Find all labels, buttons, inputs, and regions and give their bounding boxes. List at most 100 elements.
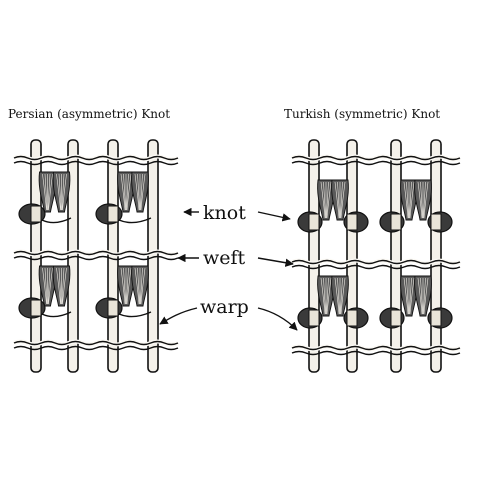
yarn-strand [47, 267, 51, 305]
yarn-strand [337, 277, 340, 315]
warp-thread [308, 139, 320, 373]
knot-arrow-right [257, 211, 291, 222]
weft-thread [13, 155, 179, 161]
yarn-strand [123, 173, 126, 211]
weft-thread [13, 345, 179, 351]
knot-label: knot [203, 202, 246, 224]
knot-tuft [400, 179, 432, 221]
yarn-strand [134, 267, 140, 305]
knot-tuft [317, 275, 349, 317]
yarn-strand [61, 173, 65, 211]
knot-wrap [41, 311, 72, 318]
knot-tuft [400, 275, 432, 317]
weft-thread [13, 250, 179, 256]
weft-thread [13, 340, 179, 346]
yarn-strand [137, 173, 140, 211]
warp-under-knot [430, 213, 442, 231]
warp-arrow-left [159, 307, 198, 325]
yarn-strand [320, 277, 326, 315]
warp-under-knot [346, 213, 358, 231]
turkish-knot-title: Turkish (symmetric) Knot [284, 107, 440, 121]
warp-under-knot [390, 213, 402, 231]
knot-tuft [38, 265, 71, 307]
yarn-strand [44, 173, 48, 211]
warp-under-knot [308, 213, 320, 231]
yarn-strand [340, 277, 346, 315]
warp-label: warp [200, 296, 249, 318]
warp-thread [390, 139, 402, 373]
yarn-strand [126, 173, 129, 211]
weft-thread [13, 160, 179, 166]
warp-under-knot [107, 299, 119, 317]
yarn-strand [140, 267, 146, 305]
warp-under-knot [390, 309, 402, 327]
yarn-strand [409, 277, 415, 315]
warp-arrow-right [257, 307, 298, 331]
yarn-strand [56, 267, 61, 305]
yarn-strand [42, 173, 47, 211]
yarn-strand [409, 277, 412, 315]
yarn-strand [48, 267, 53, 305]
knot-wrap [118, 217, 152, 224]
warp-under-knot [430, 309, 442, 327]
yarn-strand [326, 277, 329, 315]
yarn-strand [423, 181, 429, 219]
weft-thread [13, 255, 179, 261]
yarn-strand [62, 267, 67, 305]
label-arrows [159, 207, 298, 331]
yarn-strand [409, 181, 412, 219]
warp-thread [346, 139, 358, 373]
yarn-strand [420, 181, 423, 219]
warp-under-knot [107, 205, 119, 223]
yarn-strand [403, 181, 409, 219]
weft-thread [291, 160, 461, 166]
yarn-strand [140, 267, 143, 305]
warp-under-knot [30, 205, 42, 223]
weft-thread [291, 345, 461, 351]
knot-wrap [41, 217, 72, 224]
knot-tuft [117, 171, 149, 213]
yarn-strand [140, 173, 146, 211]
yarn-strand [326, 181, 332, 219]
yarn-strand [137, 267, 140, 305]
yarn-strand [48, 173, 53, 211]
yarn-strand [62, 173, 67, 211]
weft-label: weft [203, 247, 246, 269]
yarn-strand [126, 173, 132, 211]
yarn-strand [417, 277, 423, 315]
warp-under-knot [30, 299, 42, 317]
yarn-strand [420, 277, 423, 315]
yarn-strand [337, 181, 340, 219]
persian-knot-title: Persian (asymmetric) Knot [8, 107, 170, 121]
warp-under-knot [308, 309, 320, 327]
yarn-strand [56, 173, 61, 211]
yarn-strand [42, 267, 47, 305]
yarn-strand [58, 173, 62, 211]
yarn-strand [126, 267, 129, 305]
yarn-strand [340, 181, 343, 219]
persian-knot-weave [13, 139, 179, 373]
yarn-strand [409, 181, 415, 219]
yarn-strand [406, 277, 409, 315]
yarn-strand [123, 267, 126, 305]
yarn-strand [61, 267, 65, 305]
yarn-strand [417, 181, 423, 219]
yarn-strand [326, 181, 329, 219]
weft-thread [291, 264, 461, 270]
yarn-strand [340, 277, 343, 315]
yarn-strand [323, 181, 326, 219]
yarn-strand [334, 181, 340, 219]
yarn-strand [47, 173, 51, 211]
weft-thread [291, 350, 461, 356]
yarn-strand [403, 277, 409, 315]
yarn-strand [340, 181, 346, 219]
knot-tuft [317, 179, 349, 221]
knot-tuft [38, 171, 71, 213]
yarn-strand [323, 277, 326, 315]
yarn-strand [126, 267, 132, 305]
yarn-strand [423, 277, 429, 315]
weft-thread [291, 155, 461, 161]
knot-tuft [117, 265, 149, 307]
yarn-strand [58, 267, 62, 305]
turkish-knot-weave [291, 139, 461, 373]
